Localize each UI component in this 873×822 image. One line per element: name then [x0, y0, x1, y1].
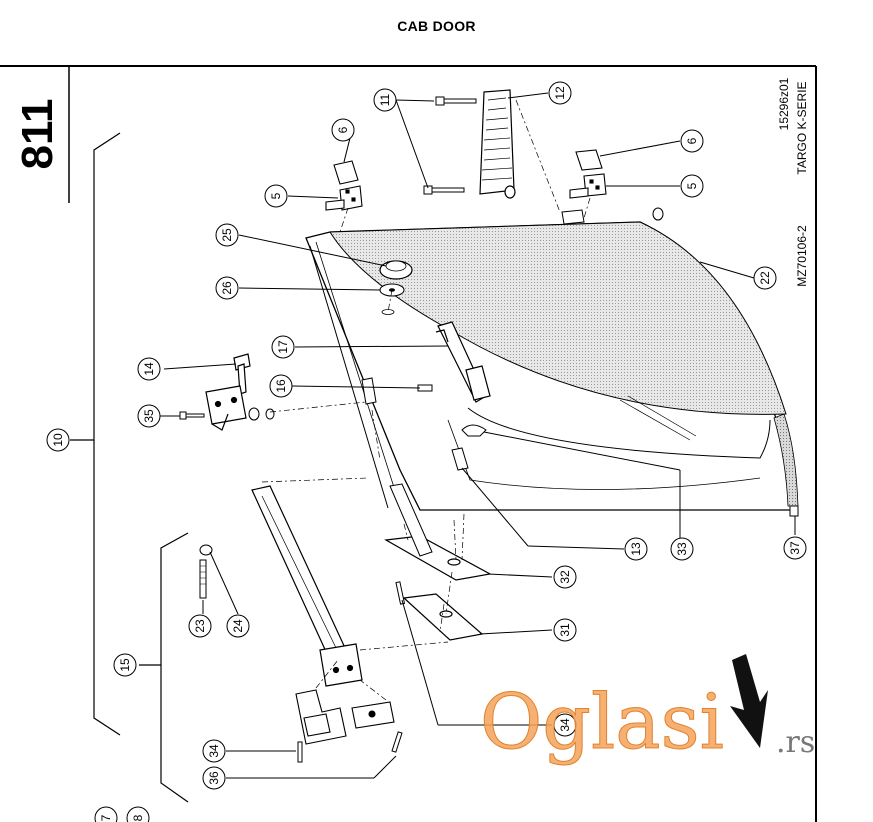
svg-text:32: 32 — [558, 570, 572, 584]
callout-12: 12 — [548, 81, 572, 105]
svg-text:23: 23 — [193, 619, 207, 633]
svg-text:35: 35 — [142, 409, 156, 423]
callout-24: 24 — [226, 614, 250, 638]
svg-text:12: 12 — [553, 86, 567, 100]
callout-16: 16 — [269, 374, 293, 398]
callout-8: 8 — [126, 806, 150, 822]
callout-6-right: 6 — [680, 129, 704, 153]
part-reference: MZ70106-2 — [795, 225, 809, 287]
callout-26: 26 — [215, 276, 239, 300]
svg-text:15: 15 — [118, 658, 132, 672]
svg-text:.rs: .rs — [776, 725, 815, 760]
callout-34-right: 34 — [553, 713, 577, 737]
nut-small — [265, 408, 275, 420]
series-label: TARGO K-SERIE — [795, 81, 809, 174]
callout-14: 14 — [137, 357, 161, 381]
svg-text:25: 25 — [220, 228, 234, 242]
callout-15: 15 — [113, 653, 137, 677]
screw-34-36 — [297, 731, 403, 763]
watermark-logo: Oglasi .rs — [480, 654, 815, 767]
gas-strut — [479, 89, 516, 199]
svg-text:13: 13 — [629, 542, 643, 556]
bottom-rail — [251, 485, 363, 687]
section-number: 811 — [13, 99, 62, 170]
strut-bracket — [561, 209, 585, 225]
callout-22: 22 — [753, 266, 777, 290]
svg-text:14: 14 — [142, 362, 156, 376]
svg-text:37: 37 — [788, 541, 802, 555]
callout-10: 10 — [46, 428, 70, 452]
hinge-arm — [205, 353, 251, 431]
callout-31: 31 — [553, 618, 577, 642]
svg-text:Oglasi: Oglasi — [480, 677, 724, 766]
svg-text:24: 24 — [231, 619, 245, 633]
svg-text:6: 6 — [685, 137, 699, 144]
svg-text:5: 5 — [685, 182, 699, 189]
bolt-upper — [435, 96, 477, 106]
hinge-left — [325, 160, 363, 211]
callout-5-left: 5 — [264, 184, 288, 208]
screw-23 — [199, 559, 207, 599]
callout-33: 33 — [670, 537, 694, 561]
svg-text:36: 36 — [207, 771, 221, 785]
svg-text:31: 31 — [558, 623, 572, 637]
screw-35 — [179, 411, 205, 420]
svg-text:22: 22 — [758, 271, 772, 285]
door-handle — [435, 321, 491, 403]
hinge-right — [569, 149, 607, 199]
window-glass — [329, 221, 799, 507]
callout-11: 11 — [373, 88, 397, 112]
stop-37 — [789, 505, 799, 517]
callout-7: 7 — [94, 806, 118, 822]
page-frame — [0, 65, 817, 822]
group-bracket-15 — [139, 532, 189, 803]
bracket-lower-left — [295, 689, 347, 745]
washer-24 — [199, 544, 213, 556]
svg-text:34: 34 — [207, 744, 221, 758]
callout-34-left: 34 — [202, 739, 226, 763]
washer-small — [248, 407, 260, 421]
assembly-lines — [261, 99, 591, 701]
svg-text:11: 11 — [378, 93, 392, 106]
callout-5-right: 5 — [680, 174, 704, 198]
svg-text:5: 5 — [269, 192, 283, 199]
svg-text:7: 7 — [99, 814, 113, 821]
callout-17: 17 — [271, 335, 295, 359]
nut — [652, 207, 664, 221]
bolt-lower — [423, 185, 465, 195]
group-bracket-10 — [70, 132, 121, 736]
drawing-code: 15296z01 — [777, 77, 791, 130]
lock-part — [451, 424, 487, 471]
seal-strip — [361, 377, 433, 405]
bracket-lower-right — [351, 701, 395, 729]
callout-36: 36 — [202, 766, 226, 790]
svg-text:10: 10 — [51, 433, 65, 447]
leader-lines — [160, 92, 796, 779]
callout-35: 35 — [137, 404, 161, 428]
strip-plate — [389, 483, 433, 605]
svg-text:26: 26 — [220, 281, 234, 295]
svg-text:16: 16 — [274, 379, 288, 393]
callout-37: 37 — [783, 536, 807, 560]
svg-text:17: 17 — [276, 340, 290, 354]
callout-23: 23 — [188, 614, 212, 638]
plate-31 — [402, 593, 484, 641]
plate-32 — [384, 535, 492, 581]
diagram-title: CAB DOOR — [397, 18, 476, 34]
callout-32: 32 — [553, 565, 577, 589]
svg-text:8: 8 — [131, 814, 145, 821]
svg-text:34: 34 — [558, 718, 572, 732]
svg-text:6: 6 — [336, 126, 350, 133]
callout-13: 13 — [624, 537, 648, 561]
callout-6-left: 6 — [331, 118, 355, 142]
callout-25: 25 — [215, 223, 239, 247]
svg-text:33: 33 — [675, 542, 689, 556]
cover-cap — [379, 260, 413, 280]
